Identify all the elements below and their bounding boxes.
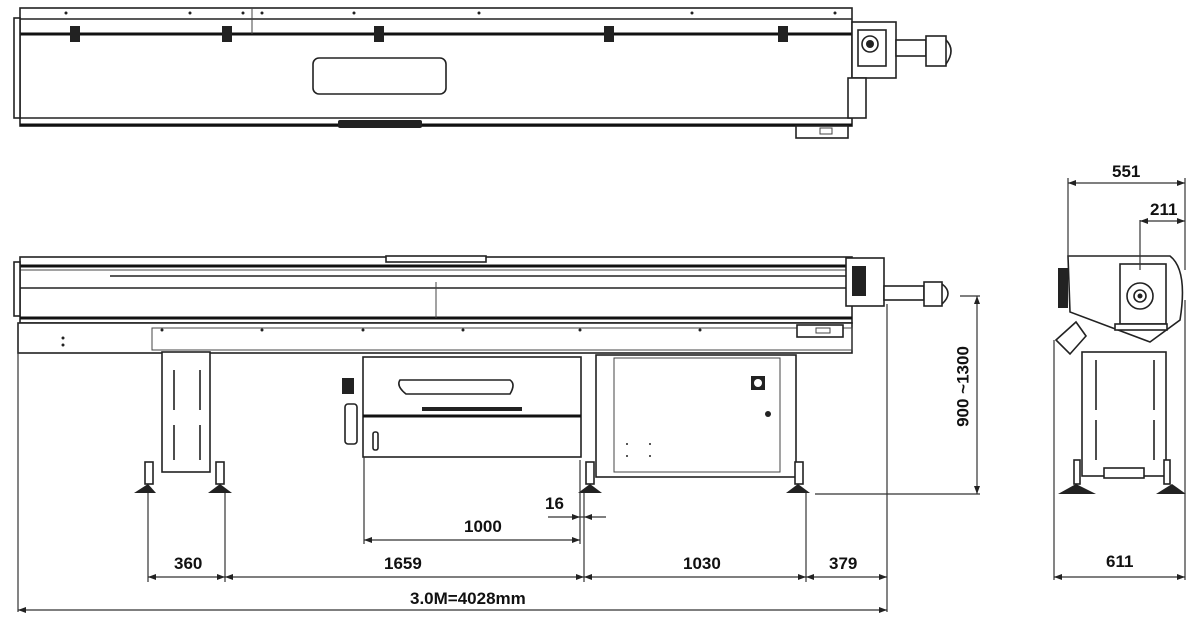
- dim-label-379: 379: [829, 554, 858, 573]
- dim-label-211: 211: [1150, 200, 1178, 219]
- dim-label-1659: 1659: [384, 554, 422, 573]
- dim-label-611: 611: [1106, 552, 1134, 571]
- dim-label-1000: 1000: [464, 517, 502, 536]
- dim-label-1030: 1030: [683, 554, 721, 573]
- dimension-lines: [17, 178, 1186, 613]
- dim-label-360: 360: [174, 554, 203, 573]
- dim-label-551: 551: [1112, 162, 1141, 181]
- dim-label-16: 16: [545, 494, 564, 513]
- top-view: [13, 7, 952, 139]
- dim-label-total-length: 3.0M=4028mm: [410, 589, 526, 608]
- side-view: [1054, 255, 1186, 494]
- front-view: [13, 255, 949, 493]
- dim-label-height-range: 900 ~1300: [953, 346, 973, 427]
